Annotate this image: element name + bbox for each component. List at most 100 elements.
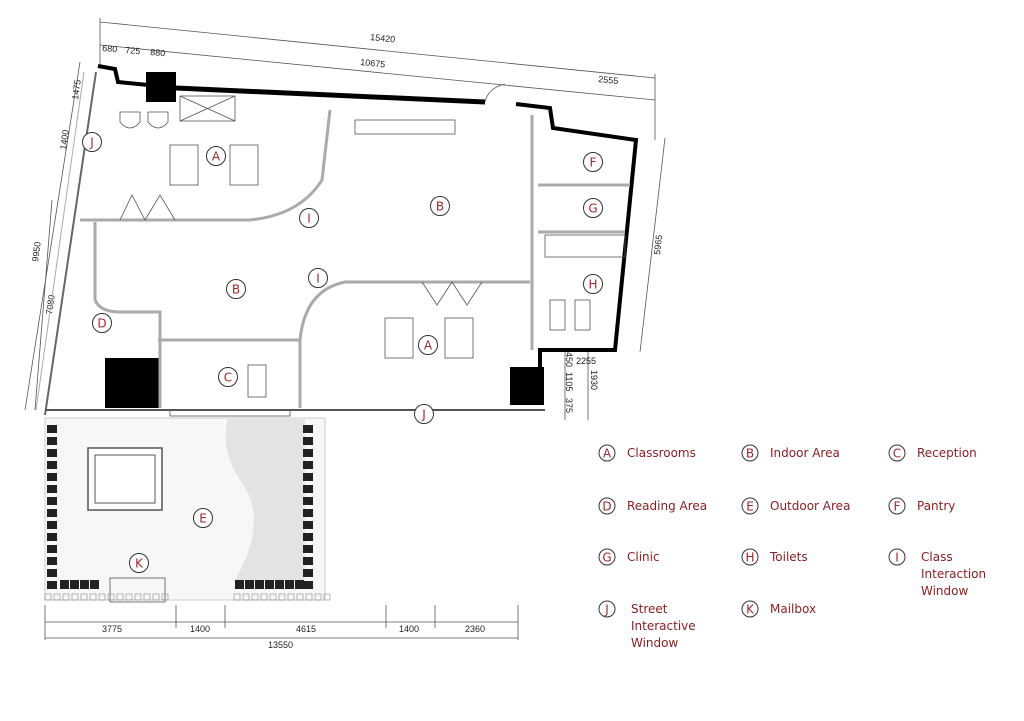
paver	[305, 593, 313, 601]
label-letter: F	[894, 500, 901, 514]
legend-marker: B	[741, 444, 759, 462]
label-circle	[92, 313, 112, 333]
plan-label-class-window-top: I	[299, 208, 319, 228]
label-circle	[598, 497, 616, 515]
shrub	[47, 473, 57, 481]
dim-1400-b: 1400	[399, 624, 419, 634]
legend-marker: A	[598, 444, 616, 462]
shrub	[303, 461, 313, 469]
label-circle	[741, 497, 759, 515]
legend-label: Toilets	[769, 550, 808, 564]
paver	[260, 593, 268, 601]
legend-marker: E	[741, 497, 759, 515]
dim-725: 725	[125, 45, 141, 56]
shrub	[47, 497, 57, 505]
paver	[269, 593, 277, 601]
label-letter: C	[893, 447, 901, 461]
paver	[296, 593, 304, 601]
label-letter: I	[307, 212, 311, 226]
plan-label-indoor-top: B	[430, 196, 450, 216]
shrub	[255, 580, 264, 589]
shrub	[60, 580, 69, 589]
label-circle	[193, 508, 213, 528]
label-letter: A	[603, 447, 612, 461]
legend-label: Pantry	[917, 499, 955, 513]
exterior-walls	[35, 64, 639, 416]
dim-9950: 9950	[30, 241, 43, 262]
shrub	[80, 580, 89, 589]
label-circle	[308, 268, 328, 288]
dim-2255: 2255	[576, 356, 596, 366]
shrub	[303, 449, 313, 457]
shrub	[90, 580, 99, 589]
label-circle	[583, 274, 603, 294]
label-letter: A	[424, 339, 433, 353]
mailbox-shape	[109, 577, 166, 603]
legend-label: Reading Area	[627, 499, 707, 513]
shrub	[295, 580, 304, 589]
paver	[80, 593, 88, 601]
shrub	[303, 425, 313, 433]
label-circle	[598, 600, 616, 618]
dim-2360: 2360	[465, 624, 485, 634]
shrub	[47, 461, 57, 469]
label-letter: K	[135, 557, 144, 571]
shrub	[303, 557, 313, 565]
paver	[278, 593, 286, 601]
label-letter: B	[436, 200, 444, 214]
outdoor-area	[44, 417, 331, 603]
legend-item-pantry: F Pantry	[888, 497, 955, 515]
legend-marker: H	[741, 548, 759, 566]
dim-1400-a: 1400	[190, 624, 210, 634]
plan-label-classroom-bottom: A	[418, 335, 438, 355]
shrub	[47, 557, 57, 565]
shrub	[303, 545, 313, 553]
paver	[53, 593, 61, 601]
shrub	[47, 437, 57, 445]
plan-label-toilets: H	[583, 274, 603, 294]
paver	[323, 593, 331, 601]
label-letter: D	[97, 317, 106, 331]
label-circle	[583, 198, 603, 218]
legend-marker: J	[598, 600, 616, 618]
paver	[161, 593, 169, 601]
plan-label-reception: C	[218, 367, 238, 387]
dim-13550: 13550	[268, 640, 293, 650]
label-letter: J	[604, 603, 609, 617]
label-circle	[418, 335, 438, 355]
paver	[242, 593, 250, 601]
label-letter: B	[232, 283, 240, 297]
label-letter: H	[588, 278, 597, 292]
shrub	[303, 521, 313, 529]
label-letter: D	[602, 500, 611, 514]
label-letter: F	[590, 156, 597, 170]
paver	[251, 593, 259, 601]
dim-2555: 2555	[598, 74, 619, 86]
shrub	[47, 581, 57, 589]
left-dimensions: 1475 1400 9950 7080	[24, 61, 83, 411]
shrub	[47, 449, 57, 457]
shrub	[47, 545, 57, 553]
paver	[89, 593, 97, 601]
shrub	[303, 569, 313, 577]
shrub	[303, 437, 313, 445]
legend-marker: I	[888, 548, 906, 566]
dim-10675: 10675	[360, 57, 386, 69]
label-circle	[299, 208, 319, 228]
label-letter: E	[199, 512, 207, 526]
paver	[71, 593, 79, 601]
shrub	[235, 580, 244, 589]
plan-label-street-window-left: J	[82, 132, 102, 152]
label-circle	[888, 548, 906, 566]
shrub	[47, 509, 57, 517]
legend-marker: G	[598, 548, 616, 566]
label-circle	[598, 444, 616, 462]
